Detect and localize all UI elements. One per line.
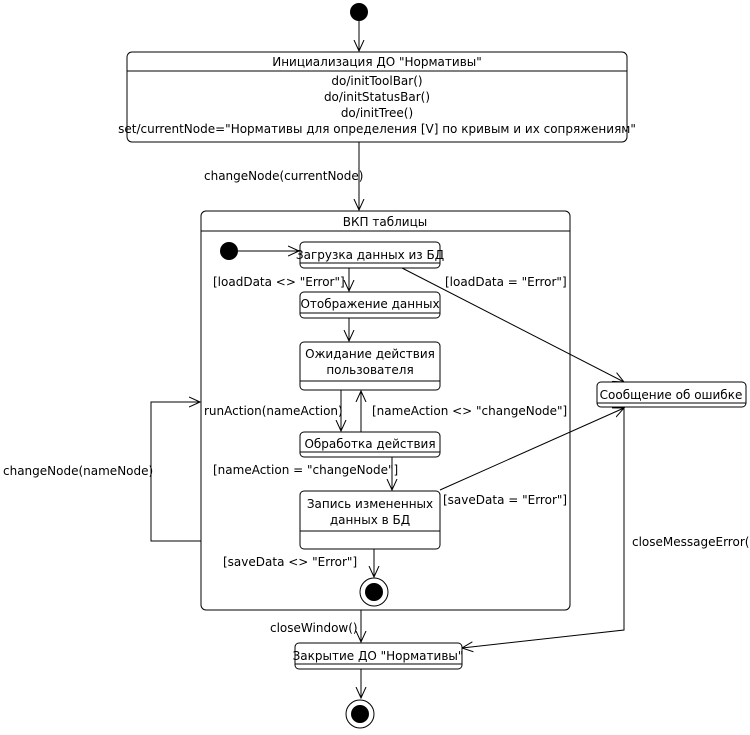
state-display: Отображение данных — [299, 291, 441, 319]
label-is-change: [nameAction = "changeNode"] — [213, 463, 398, 477]
label-change-current: changeNode(currentNode) — [204, 169, 363, 183]
label-close-window: closeWindow() — [270, 621, 358, 635]
state-composite: ВКП таблицы — [200, 210, 571, 611]
state-init: Инициализация ДО "Нормативы" do/initTool… — [118, 51, 636, 143]
state-init-name: Инициализация ДО "Нормативы" — [272, 55, 482, 69]
label-change-node: changeNode(nameNode) — [3, 464, 153, 478]
inner-final-node — [359, 577, 389, 607]
state-init-action: do/initStatusBar() — [324, 90, 430, 104]
transition-change-node-loop — [150, 402, 201, 542]
state-save: Запись измененных данных в БД — [299, 490, 441, 550]
label-not-change: [nameAction <> "changeNode"] — [372, 404, 567, 418]
state-save-line2: данных в БД — [330, 513, 410, 527]
label-close-msg: closeMessageError() — [632, 535, 750, 549]
state-composite-name: ВКП таблицы — [343, 215, 427, 229]
final-node — [345, 699, 375, 729]
state-error-name: Сообщение об ошибке — [600, 388, 743, 402]
state-process-name: Обработка действия — [304, 437, 435, 451]
state-load: Загрузка данных из БД — [296, 241, 444, 269]
label-save-ok: [saveData <> "Error"] — [223, 555, 357, 569]
state-error: Сообщение об ошибке — [596, 381, 747, 408]
state-wait-line2: пользователя — [326, 363, 413, 377]
state-wait: Ожидание действия пользователя — [299, 341, 441, 391]
inner-initial-node — [220, 242, 238, 260]
state-wait-line1: Ожидание действия — [305, 347, 435, 361]
label-save-err: [saveData = "Error"] — [443, 493, 567, 507]
state-init-action: set/currentNode="Нормативы для определен… — [118, 122, 636, 136]
state-close: Закрытие ДО "Нормативы" — [293, 642, 464, 670]
state-close-name: Закрытие ДО "Нормативы" — [293, 649, 464, 663]
transition-error-close — [462, 407, 625, 648]
state-init-action: do/initToolBar() — [331, 74, 422, 88]
label-load-ok: [loadData <> "Error"] — [213, 275, 345, 289]
state-display-name: Отображение данных — [300, 297, 439, 311]
transition-load-error — [401, 267, 624, 382]
label-load-err: [loadData = "Error"] — [445, 275, 567, 289]
state-init-action: do/initTree() — [341, 106, 413, 120]
state-save-line1: Запись измененных — [307, 497, 433, 511]
state-process: Обработка действия — [299, 431, 441, 458]
initial-node — [350, 3, 368, 21]
state-load-name: Загрузка данных из БД — [296, 248, 444, 262]
label-run-action: runAction(nameAction) — [204, 404, 343, 418]
transition-save-error — [439, 408, 624, 491]
